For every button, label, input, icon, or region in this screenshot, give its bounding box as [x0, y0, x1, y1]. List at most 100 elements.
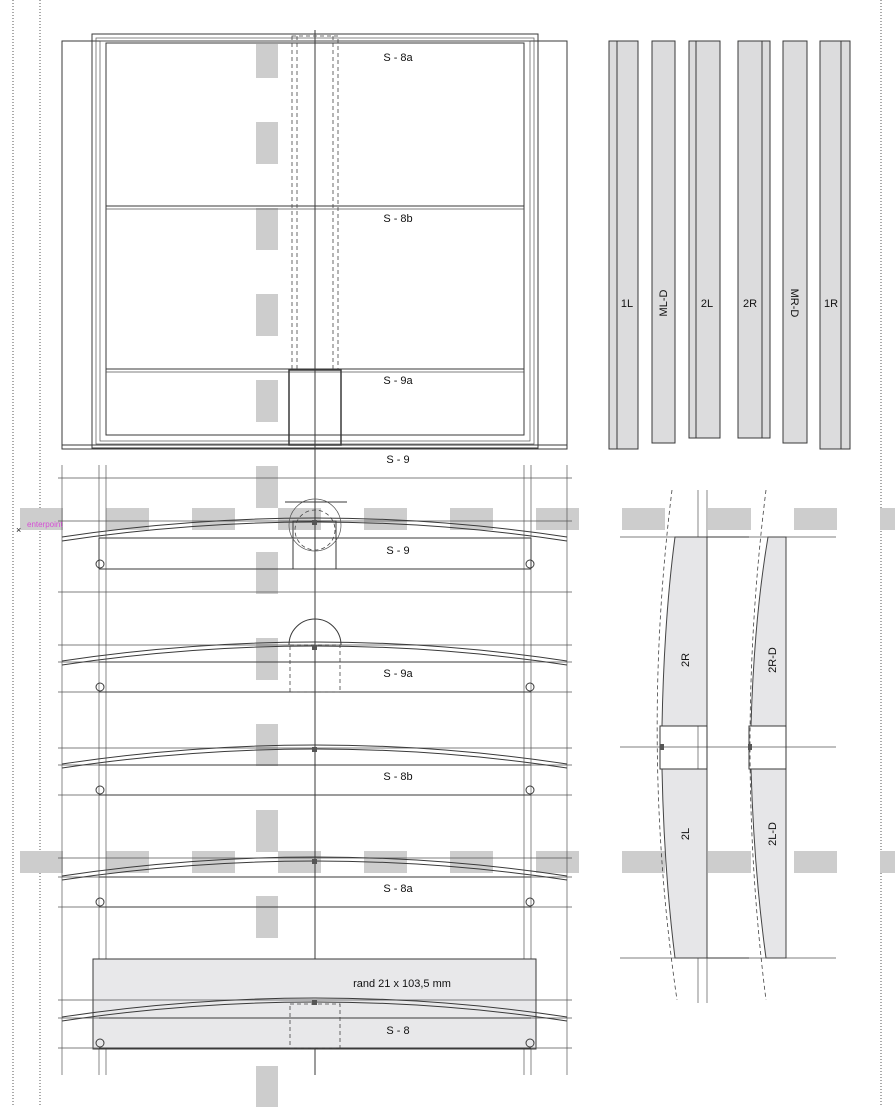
reg-mark: [880, 851, 895, 873]
rand-dimension-note: rand 21 x 103,5 mm: [353, 978, 451, 990]
reg-mark: [256, 724, 278, 766]
center-mark: [312, 645, 317, 650]
curve-inner: [61, 997, 568, 1018]
slat-mr-d: [782, 40, 808, 444]
slat-1r: [819, 40, 851, 450]
registration-column: [256, 44, 278, 1107]
reg-mark: [256, 896, 278, 938]
curve-inner: [61, 517, 568, 538]
fixing-circle: [95, 559, 105, 569]
section-label-s9: S - 9: [386, 454, 409, 466]
section-s8b: S - 8b: [58, 744, 572, 796]
reg-mark: [192, 508, 235, 530]
section-title-s8: S - 8: [386, 1025, 409, 1037]
center-post: [288, 369, 342, 446]
section-s9: S - 9: [58, 477, 572, 593]
section-title-s8a: S - 8a: [383, 883, 413, 895]
reg-mark: [622, 851, 665, 873]
panel-label-2l: 2L: [680, 828, 692, 840]
fixing-circle: [525, 785, 535, 795]
reg-mark: [256, 44, 278, 78]
reg-mark: [20, 851, 63, 873]
joint-mark: [660, 744, 664, 750]
curve-inner: [61, 744, 568, 765]
reg-mark: [256, 466, 278, 508]
reg-mark: [256, 380, 278, 422]
hinge-arc: [288, 618, 342, 646]
curved-panel-detail: 2R 2L 2R-D 2L-D: [620, 489, 836, 1003]
section-title-s9a: S - 9a: [383, 668, 413, 680]
section-title-s9: S - 9: [386, 545, 409, 557]
slat-ml-d: [651, 40, 676, 444]
fixing-circle: [525, 1038, 535, 1048]
joint-block-right: [748, 725, 787, 770]
anchor-label: enterpoint: [27, 520, 63, 529]
slat-1l: [608, 40, 639, 450]
fixing-circle: [95, 1038, 105, 1048]
reg-mark: [106, 851, 149, 873]
reg-mark: [256, 1066, 278, 1107]
section-label-s8b: S - 8b: [383, 213, 412, 225]
hinge-circle: [288, 498, 342, 552]
fixing-circle: [525, 559, 535, 569]
section-s9a: S - 9a: [58, 618, 572, 693]
reg-mark: [256, 552, 278, 594]
reg-mark: [106, 508, 149, 530]
reg-mark: [256, 638, 278, 680]
reg-mark: [256, 810, 278, 852]
panel-label-2l-d: 2L-D: [767, 822, 779, 846]
reg-mark: [256, 294, 278, 336]
reg-mark: [622, 508, 665, 530]
center-mark: [312, 747, 317, 752]
section-label-s8a: S - 8a: [383, 52, 413, 64]
reg-mark: [192, 851, 235, 873]
section-label-s9a: S - 9a: [383, 375, 413, 387]
reg-mark: [708, 851, 751, 873]
reg-mark: [794, 508, 837, 530]
fixing-circle: [95, 785, 105, 795]
slat-label-2l: 2L: [701, 298, 713, 310]
slat-label-1l: 1L: [621, 298, 633, 310]
reg-mark: [278, 851, 321, 873]
joint-block-left: [659, 725, 708, 770]
section-s8a: S - 8a: [58, 856, 572, 908]
panel-2l: [661, 768, 708, 959]
reg-mark: [536, 508, 579, 530]
reg-mark: [256, 122, 278, 164]
panel-2r: [661, 536, 708, 727]
gear-icon: [294, 509, 336, 551]
curve-inner: [61, 856, 568, 877]
anchor-cross-icon: ×: [16, 525, 21, 535]
dashed-arc-left: [656, 489, 678, 1001]
fixing-circle: [95, 682, 105, 692]
reg-mark: [708, 508, 751, 530]
section-title-s8b: S - 8b: [383, 771, 412, 783]
panel-label-2r: 2R: [680, 653, 692, 667]
dashed-arc-right: [749, 489, 767, 1001]
panel-2l-d: [750, 768, 787, 959]
reg-mark: [20, 508, 63, 530]
reg-mark: [794, 851, 837, 873]
panel-2r-d: [750, 536, 787, 727]
slat-label-2r: 2R: [743, 298, 757, 310]
anchor-point: × enterpoint: [16, 520, 63, 535]
fixing-circle: [525, 897, 535, 907]
fixing-circle: [525, 682, 535, 692]
slat-label-mr-d: MR-D: [788, 289, 800, 318]
slat-label-ml-d: ML-D: [658, 290, 670, 317]
reg-mark: [536, 851, 579, 873]
center-mark: [312, 1000, 317, 1005]
section-s8: rand 21 x 103,5 mm S - 8: [58, 958, 572, 1050]
center-mark: [312, 859, 317, 864]
reg-mark: [256, 208, 278, 250]
panel-label-2r-d: 2R-D: [767, 647, 779, 673]
center-mark: [312, 520, 317, 525]
curve-inner: [61, 641, 568, 662]
slat-2r: [737, 40, 771, 439]
slat-2l: [688, 40, 721, 439]
front-elevation: S - 8a S - 8b S - 9a S - 9: [61, 30, 568, 1075]
fixing-circle: [95, 897, 105, 907]
reg-mark: [880, 508, 895, 530]
joint-mark: [748, 744, 752, 750]
